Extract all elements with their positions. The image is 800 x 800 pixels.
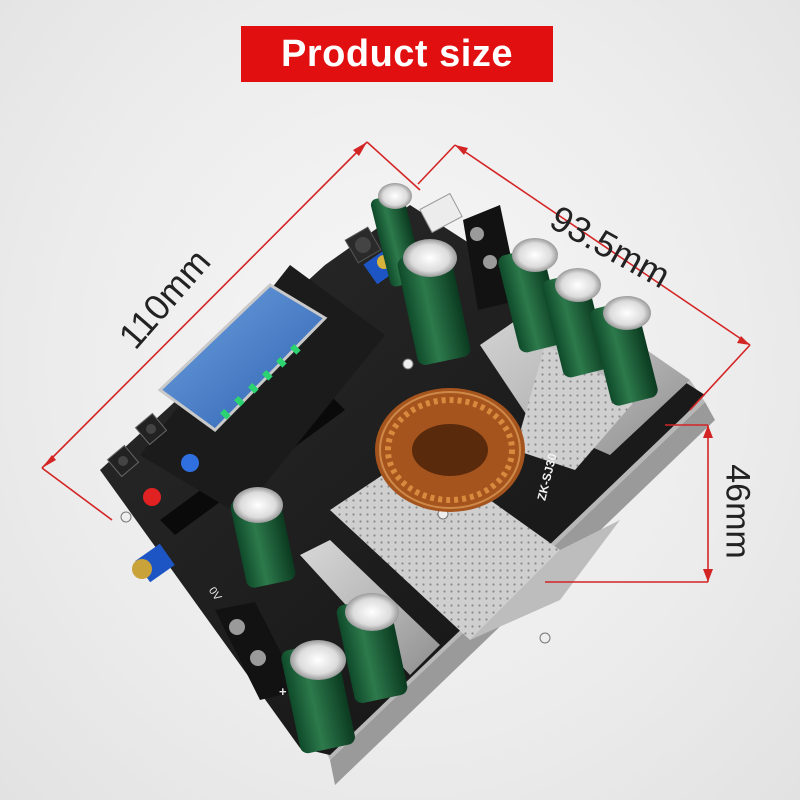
push-buttons: [106, 412, 168, 478]
width-dimension-line: [454, 144, 751, 346]
title-banner: Product size: [241, 26, 553, 82]
width-extension-right: [689, 344, 751, 411]
positive-terminal-marking: +: [279, 684, 287, 699]
length-extension-left: [41, 467, 113, 521]
red-led: [143, 488, 161, 506]
length-dimension-line: [41, 141, 368, 469]
blue-led: [181, 454, 199, 472]
dimension-arrows: [42, 142, 750, 582]
length-extension-top: [366, 141, 421, 191]
input-terminal: [215, 602, 300, 700]
width-extension-left: [417, 144, 456, 185]
dimension-lines: [41, 141, 751, 583]
toroidal-inductor: [375, 388, 525, 512]
lcd-display: [140, 265, 385, 515]
height-label: 46mm: [718, 464, 757, 559]
fan-connector: [419, 192, 463, 234]
capacitors: [230, 183, 658, 754]
